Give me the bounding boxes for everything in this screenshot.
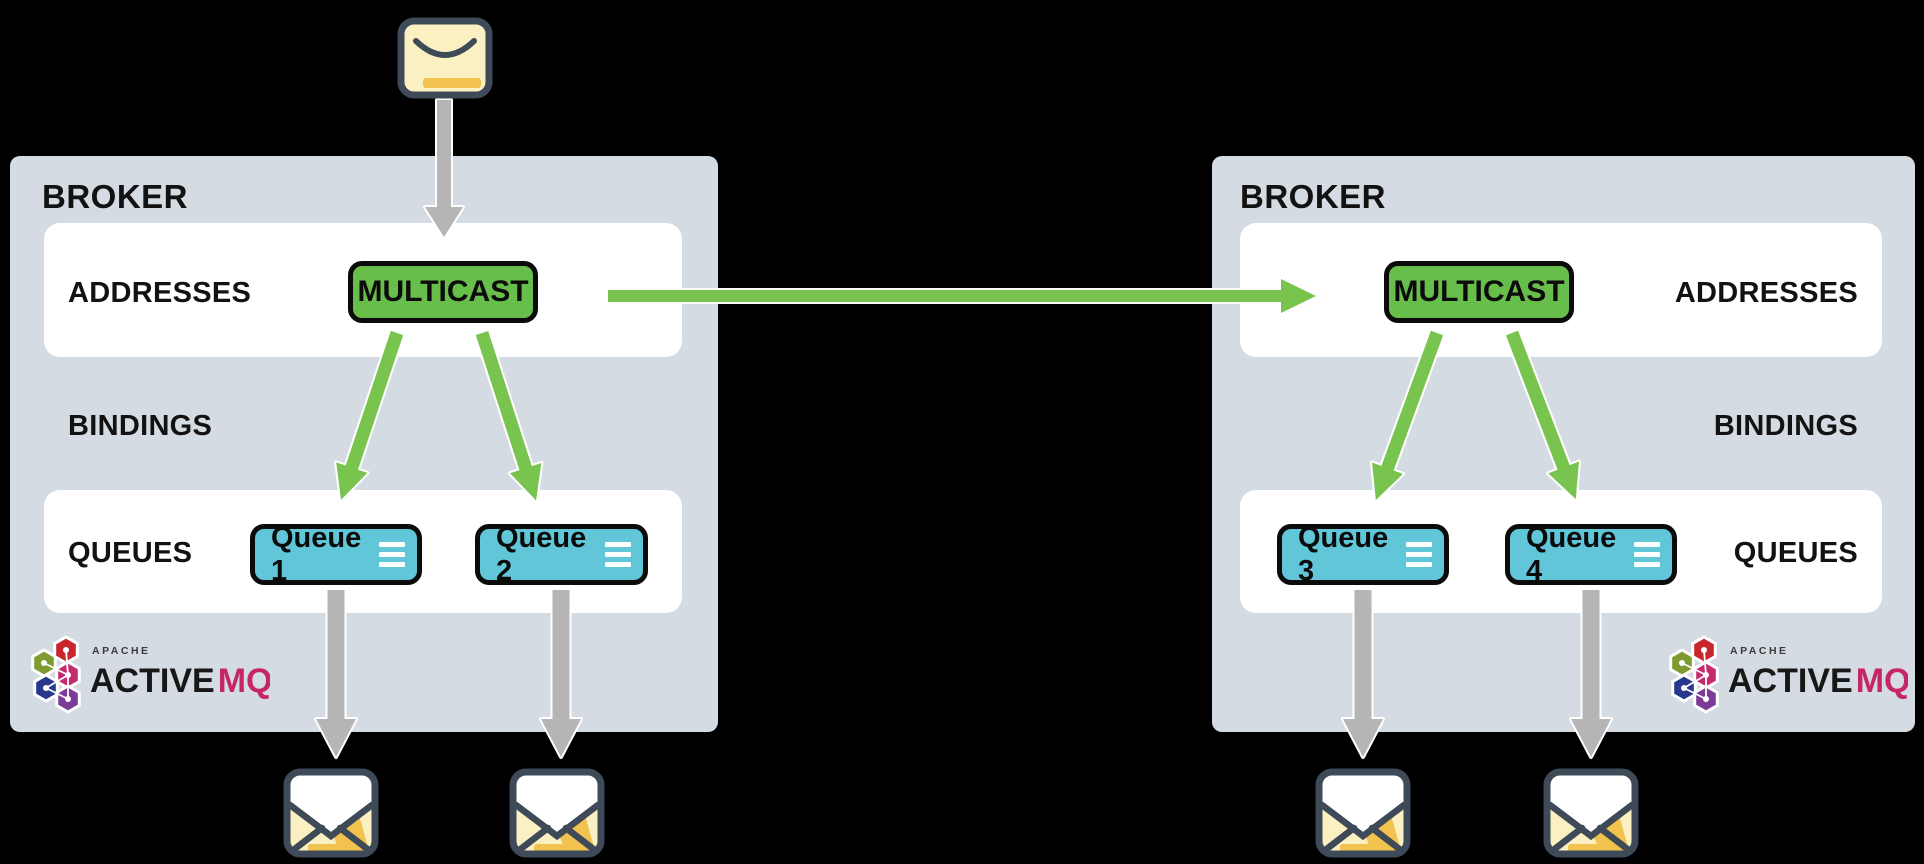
queues-label-right: QUEUES <box>1733 537 1858 569</box>
bindings-label-left: BINDINGS <box>68 410 213 442</box>
queue-2-label: Queue 2 <box>496 521 587 587</box>
broker-title: BROKER <box>42 178 189 215</box>
multicast-node-right: MULTICAST <box>1384 261 1574 323</box>
queue-lines-icon <box>605 542 631 567</box>
multicast-label: MULTICAST <box>357 275 529 308</box>
open-envelope-icon <box>1543 768 1639 858</box>
bindings-label-right: BINDINGS <box>1713 410 1858 442</box>
queue-4-node: Queue 4 <box>1505 521 1677 587</box>
queue-2-node: Queue 2 <box>475 521 648 587</box>
addresses-label-right: ADDRESSES <box>1674 277 1858 309</box>
queue-3-label: Queue 3 <box>1298 521 1389 587</box>
queue-lines-icon <box>1634 542 1660 567</box>
addresses-label-left: ADDRESSES <box>68 277 252 309</box>
multicast-node-left: MULTICAST <box>348 261 538 323</box>
queue-1-node: Queue 1 <box>250 521 422 587</box>
sealed-envelope-icon <box>397 17 493 99</box>
open-envelope-icon <box>283 768 379 858</box>
queue-3-node: Queue 3 <box>1277 521 1449 587</box>
multicast-label: MULTICAST <box>1393 275 1565 308</box>
queue-lines-icon <box>1406 542 1432 567</box>
queues-label-left: QUEUES <box>68 537 193 569</box>
queue-1-label: Queue 1 <box>271 521 362 587</box>
open-envelope-icon <box>1315 768 1411 858</box>
open-envelope-icon <box>509 768 605 858</box>
broker-title: BROKER <box>1240 178 1387 215</box>
queue-lines-icon <box>379 542 405 567</box>
queue-4-label: Queue 4 <box>1526 521 1617 587</box>
